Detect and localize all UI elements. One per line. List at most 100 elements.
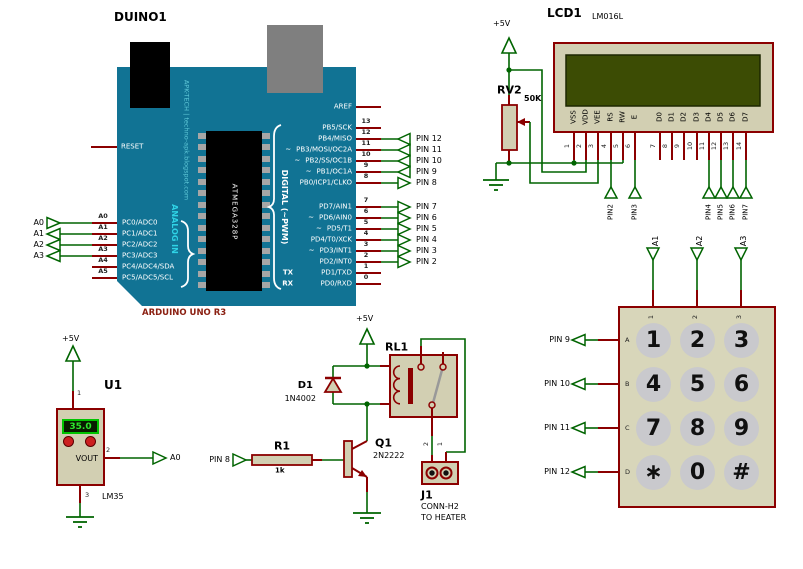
keypad-col-label: 2 bbox=[690, 314, 699, 320]
lm35-decrement-knob[interactable] bbox=[63, 436, 74, 447]
pin-number: A0 bbox=[98, 211, 108, 220]
pin-number: A3 bbox=[98, 244, 108, 253]
potentiometer-rv2[interactable] bbox=[500, 36, 530, 163]
connector-part: CONN-H2 bbox=[421, 502, 459, 511]
relay-switch-lever bbox=[431, 369, 444, 404]
pin-number: 1 bbox=[363, 261, 369, 270]
terminal-label: PIN2 bbox=[606, 204, 615, 220]
digital-pin-label: PB0/ICP1/CLKO bbox=[299, 178, 352, 187]
pin-number: 5 bbox=[363, 217, 369, 226]
keypad-row-label: B bbox=[625, 379, 630, 388]
relay-driver bbox=[232, 327, 466, 524]
keypad-key-4[interactable]: 4 bbox=[636, 367, 671, 402]
terminal-label: PIN6 bbox=[728, 204, 737, 220]
digital-pin-label: PB4/MISO bbox=[318, 134, 352, 143]
analog-pin-label: PC5/ADC5/SCL bbox=[122, 273, 174, 282]
keypad-wiring bbox=[570, 247, 749, 479]
terminal-label: PIN 10 bbox=[544, 379, 570, 388]
lcd-pin-name: D6 bbox=[728, 112, 737, 122]
terminal-label: A0 bbox=[33, 218, 44, 227]
lcd-pin-name: RW bbox=[618, 111, 627, 123]
lcd-pin-name: D0 bbox=[655, 112, 664, 122]
pin-number: 10 bbox=[685, 141, 694, 151]
resistor-r1[interactable] bbox=[232, 452, 322, 468]
keypad-key-star[interactable]: ∗ bbox=[636, 455, 671, 490]
keypad-row-label: C bbox=[625, 423, 630, 432]
digital-pin-label: PD0/RXD bbox=[320, 279, 352, 288]
transistor-ref: Q1 bbox=[375, 436, 393, 450]
keypad-key-0[interactable]: 0 bbox=[680, 455, 715, 490]
keypad-col-label: 3 bbox=[734, 314, 743, 320]
arduino-board[interactable] bbox=[117, 25, 356, 306]
lcd-pin-name: E bbox=[630, 114, 639, 120]
analog-pin-label: PC3/ADC3 bbox=[122, 251, 158, 260]
keypad-key-1[interactable]: 1 bbox=[636, 323, 671, 358]
diode-part: 1N4002 bbox=[284, 394, 316, 403]
terminal-label: PIN 7 bbox=[416, 202, 437, 211]
keypad-key-2[interactable]: 2 bbox=[680, 323, 715, 358]
pin-number: 7 bbox=[648, 143, 657, 149]
lcd-screen bbox=[565, 54, 761, 107]
power-terminal-icon bbox=[64, 344, 82, 362]
keypad-key-7[interactable]: 7 bbox=[636, 411, 671, 446]
lcd-pin-name: RS bbox=[606, 112, 615, 122]
terminal-label: PIN 8 bbox=[209, 455, 230, 464]
keypad-key-3[interactable]: 3 bbox=[724, 323, 759, 358]
lcd-ref: LCD1 bbox=[547, 6, 582, 20]
pin-number: 0 bbox=[363, 272, 369, 281]
keypad-key-5[interactable]: 5 bbox=[680, 367, 715, 402]
sensor-ref: U1 bbox=[104, 378, 123, 392]
terminal-label: PIN 12 bbox=[416, 134, 442, 143]
lcd-module[interactable] bbox=[553, 42, 774, 160]
terminal-label: PIN 8 bbox=[416, 178, 437, 187]
pin-number: 5 bbox=[611, 143, 620, 149]
pin-number: A5 bbox=[98, 266, 108, 275]
lm35-display: 35.0 bbox=[62, 419, 99, 434]
pin-number: 12 bbox=[709, 141, 718, 151]
power-jack bbox=[130, 42, 170, 108]
keypad-key-8[interactable]: 8 bbox=[680, 411, 715, 446]
board-model-label: ARDUINO UNO R3 bbox=[142, 307, 227, 318]
digital-pin-label: ~PD3/INT1 bbox=[308, 246, 352, 255]
terminal-label: PIN 10 bbox=[416, 156, 442, 165]
pin-number: 6 bbox=[623, 143, 632, 149]
lcd-pin-name: D7 bbox=[741, 112, 750, 122]
lm35-increment-knob[interactable] bbox=[85, 436, 96, 447]
arduino-wires bbox=[60, 138, 398, 263]
transistor-part: 2N2222 bbox=[373, 451, 405, 460]
resistor-value: 1k bbox=[275, 466, 285, 475]
pin-number: 8 bbox=[363, 171, 369, 180]
terminal-icon bbox=[232, 452, 248, 468]
lcd-pin-name: VSS bbox=[569, 110, 578, 124]
pin-number: 8 bbox=[660, 143, 669, 149]
terminal-label: PIN 9 bbox=[416, 167, 437, 176]
relay-rl1[interactable] bbox=[380, 346, 458, 436]
lcd-pin-name: VEE bbox=[593, 110, 602, 124]
pot-value: 50K bbox=[524, 94, 542, 103]
pin-number: 2 bbox=[574, 143, 583, 149]
aref-label: AREF bbox=[333, 102, 352, 111]
pin-number: 13 bbox=[721, 141, 730, 151]
terminal-label: PIN 6 bbox=[416, 213, 437, 222]
keypad-key-9[interactable]: 9 bbox=[724, 411, 759, 446]
terminal-label: A2 bbox=[695, 235, 704, 247]
analog-pin-label: PC2/ADC2 bbox=[122, 240, 158, 249]
pin-number: 7 bbox=[363, 195, 369, 204]
pin-number: 4 bbox=[363, 228, 369, 237]
digital-pin-label: ~PB2/SS/OC1B bbox=[294, 156, 352, 165]
diode-d1[interactable] bbox=[323, 376, 343, 393]
terminal-label: A3 bbox=[33, 251, 44, 260]
terminal-label: A1 bbox=[651, 235, 660, 247]
pin-number: 2 bbox=[421, 441, 430, 447]
analog-header: ANALOG IN bbox=[170, 204, 179, 254]
transistor-q1[interactable] bbox=[343, 440, 368, 492]
keypad-key-hash[interactable]: # bbox=[724, 455, 759, 490]
pin-number: 4 bbox=[599, 143, 608, 149]
keypad-key-6[interactable]: 6 bbox=[724, 367, 759, 402]
connector-j1[interactable] bbox=[421, 452, 459, 485]
pin-number: 3 bbox=[363, 239, 369, 248]
arduino-terminals bbox=[45, 132, 412, 269]
analog-pin-label: PC1/ADC1 bbox=[122, 229, 158, 238]
